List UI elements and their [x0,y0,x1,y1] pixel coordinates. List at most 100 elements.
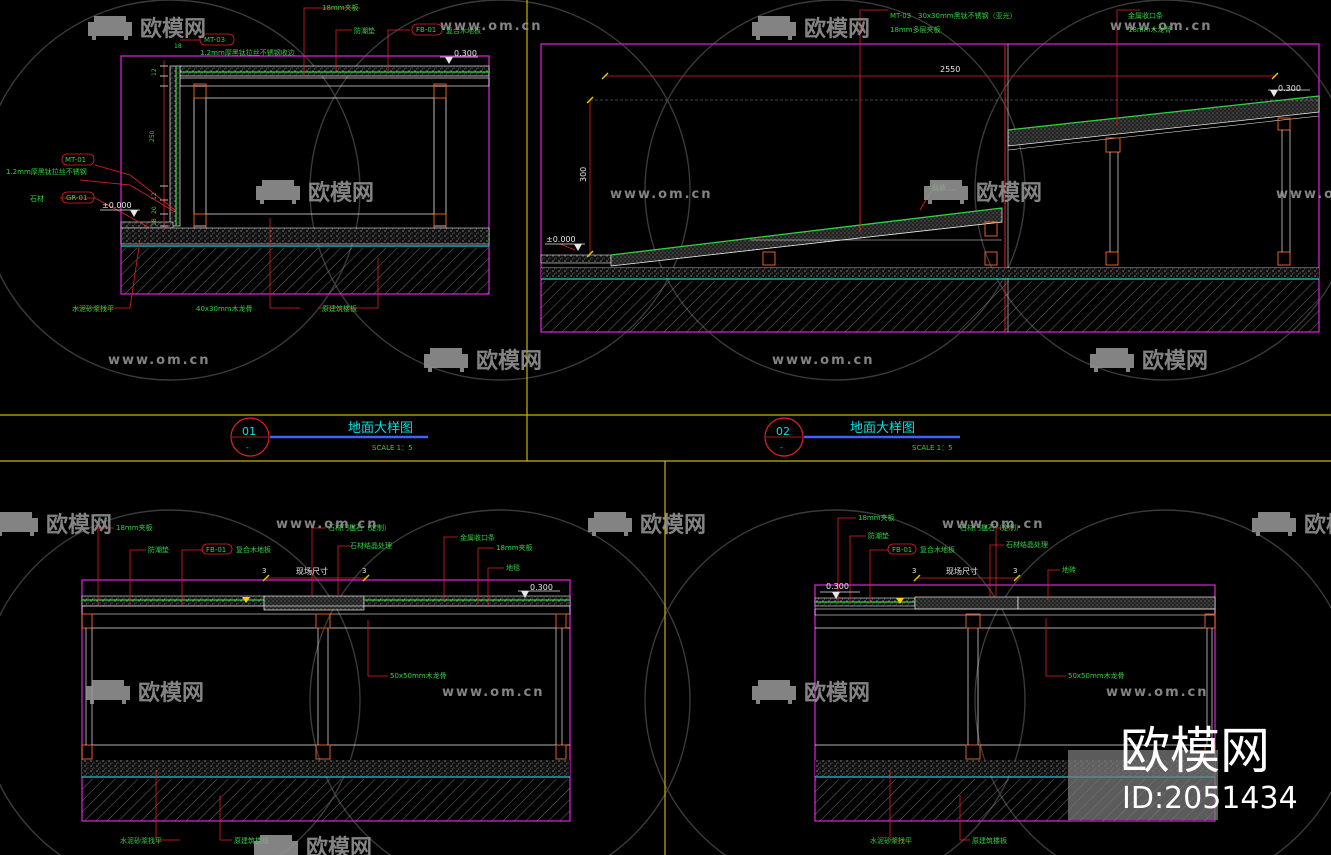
p2-title-number: 02 [776,425,790,438]
p1-label-gr-code: GR-01 [66,194,87,202]
p1-title: 地面大样图 [348,421,413,436]
watermark-brand-text: 欧模网 [138,680,204,706]
p1-label-gr-prefix: 石材 [30,194,44,203]
p1-label-note-top: 1.2mm厚黑钛拉丝不锈钢收边 [200,48,295,57]
panel-4-labels: 18mm夹板 防潮垫 FB-01 复合木地板 石材门槛石（定制） 石材结晶处理 … [826,513,1125,845]
p4-level: 0.300 [826,582,849,591]
watermark-brand-text: 欧模网 [1142,348,1208,374]
watermark-brand-10: 欧模网 [752,680,870,706]
p2-title-dash: - [780,443,783,452]
sofa-logo-icon [1252,512,1296,536]
watermark-brand-text: 欧模网 [804,16,870,42]
watermark-brand-11: 欧模网 [254,835,372,855]
watermark-brand-text: 欧模网 [140,16,206,42]
p2-dim-rise: 300 [579,167,588,182]
panel-1-labels: 18mm夹板 MT-03 1.2mm厚黑钛拉丝不锈钢收边 防潮垫 FB-01 复… [6,3,481,313]
panel-2-section [540,9,1320,333]
sofa-logo-icon [1090,348,1134,372]
p4-label-mark-a: 3 [912,567,916,575]
sofa-logo-icon [86,680,130,704]
p1-label-code-top: MT-03 [204,36,225,44]
p3-label-fb: 复合木地板 [236,545,271,554]
p4-label-stone: 石材结晶处理 [1006,540,1048,549]
p2-level-top: 0.300 [1278,84,1301,93]
watermark-site-6: www.om.cn [276,517,379,532]
sofa-logo-icon [424,348,468,372]
panel-2-title-block [764,417,960,457]
id-stamp: 欧模网 ID:2051434 [1068,722,1298,820]
p1-title-number: 01 [242,425,256,438]
p4-label-mark-b: 3 [1013,567,1017,575]
p2-scale: SCALE 1：5 [912,444,953,452]
p4-label-fb-code: FB-01 [892,546,912,554]
watermark-brand-9: 欧模网 [86,680,204,706]
p2-label-note-top2: 18mm多层夹板 [890,25,941,34]
p1-dim-2: 12 [151,68,158,76]
p1-label-mt01: MT-01 [65,156,86,164]
p4-label-joist: 50x50mm木龙骨 [1068,671,1125,680]
sofa-logo-icon [254,835,298,855]
p1-label-note-left: 1.2mm厚黑钛拉丝不锈钢 [6,167,87,176]
watermark-layer: 欧模网欧模网欧模网欧模网欧模网欧模网欧模网欧模网欧模网欧模网欧模网欧模网www.… [0,16,1331,855]
watermark-site-7: www.om.cn [942,517,1045,532]
p3-label-moist: 防潮垫 [148,545,169,554]
watermark-brand-text: 欧模网 [640,512,706,538]
p4-label-tile: 地砖 [1062,565,1076,574]
watermark-brand-text: 欧模网 [308,180,374,206]
panel-3-labels: 18mm夹板 防潮垫 FB-01 复合木地板 石材门槛石（定制） 石材结晶处理 … [116,523,553,845]
panel-1-section [60,7,490,309]
watermark-brand-text: 欧模网 [476,348,542,374]
sofa-logo-icon [752,16,796,40]
watermark-brand-text: 欧模网 [1304,512,1331,538]
p1-label-level-base: 水泥砂浆找平 [72,304,114,313]
p4-label-brass: 石材门槛石（定制） [960,523,1023,532]
panel-2-labels: MT-03 30x30mm黑钛不锈钢（亚光） 18mm多层夹板 金属收口条 18… [890,11,1172,192]
panel-1-title-block [230,417,428,457]
p3-label-ply-top: 18mm夹板 [116,523,153,532]
watermark-brand-text: 欧模网 [804,680,870,706]
sofa-logo-icon [924,180,968,204]
p4-label-ply-top: 18mm夹板 [858,513,895,522]
p3-level: 0.300 [530,583,553,592]
p4-label-level-base: 水泥砂浆找平 [870,836,912,845]
p3-label-level-base: 水泥砂浆找平 [120,836,162,845]
p3-label-brass: 石材门槛石（定制） [328,523,391,532]
sofa-logo-icon [88,16,132,40]
sofa-logo-icon [588,512,632,536]
p3-label-carpet: 地毯 [506,563,520,572]
p3-label-base: 原建筑楼板 [234,836,269,845]
sofa-logo-icon [0,512,38,536]
p3-label-metal: 金属收口条 [460,533,495,542]
p3-label-mark-a: 3 [262,567,266,575]
p2-dim-span: 2550 [940,65,960,74]
watermark-brand-8: 欧模网 [1252,512,1331,538]
p1-scale: SCALE 1：5 [372,444,413,452]
p1-label-fb-code: FB-01 [416,26,436,34]
p1-dim-6: 18 [151,218,158,226]
p1-level-bottom: ±0.000 [102,201,132,210]
watermark-brand-text: 欧模网 [976,180,1042,206]
p1-dim-4: 12 [151,192,158,200]
watermark-site-0: www.om.cn [440,19,543,34]
p4-label-field: 现场尺寸 [946,566,978,576]
p2-label-right-note2: 18mm木龙骨 [1128,25,1172,34]
p1-dim-5: 20 [151,206,158,214]
p2-label-code-top: MT-03 [890,12,911,20]
watermark-site-2: www.om.cn [610,187,713,202]
watermark-brand-2: 欧模网 [256,180,374,206]
panel-2-levels-dims: 2550 300 0.300 ±0.000 [546,65,1301,244]
sofa-logo-icon [752,680,796,704]
panel-1-dims: 18 12 250 12 20 18 [149,43,182,226]
stamp-id: ID:2051434 [1122,781,1298,816]
panel-3-section [81,527,571,841]
panel-1-levels: 0.300 ±0.000 [102,49,477,210]
watermark-brand-5: 欧模网 [1090,348,1208,374]
watermark-site-4: www.om.cn [108,353,211,368]
p2-title: 地面大样图 [850,421,915,436]
p1-dim-3: 250 [149,130,156,142]
watermark-site-8: www.om.cn [442,685,545,700]
watermark-brand-text: 欧模网 [306,835,372,855]
p1-label-ply: 防潮垫 [354,26,375,35]
p3-label-field: 现场尺寸 [296,566,328,576]
